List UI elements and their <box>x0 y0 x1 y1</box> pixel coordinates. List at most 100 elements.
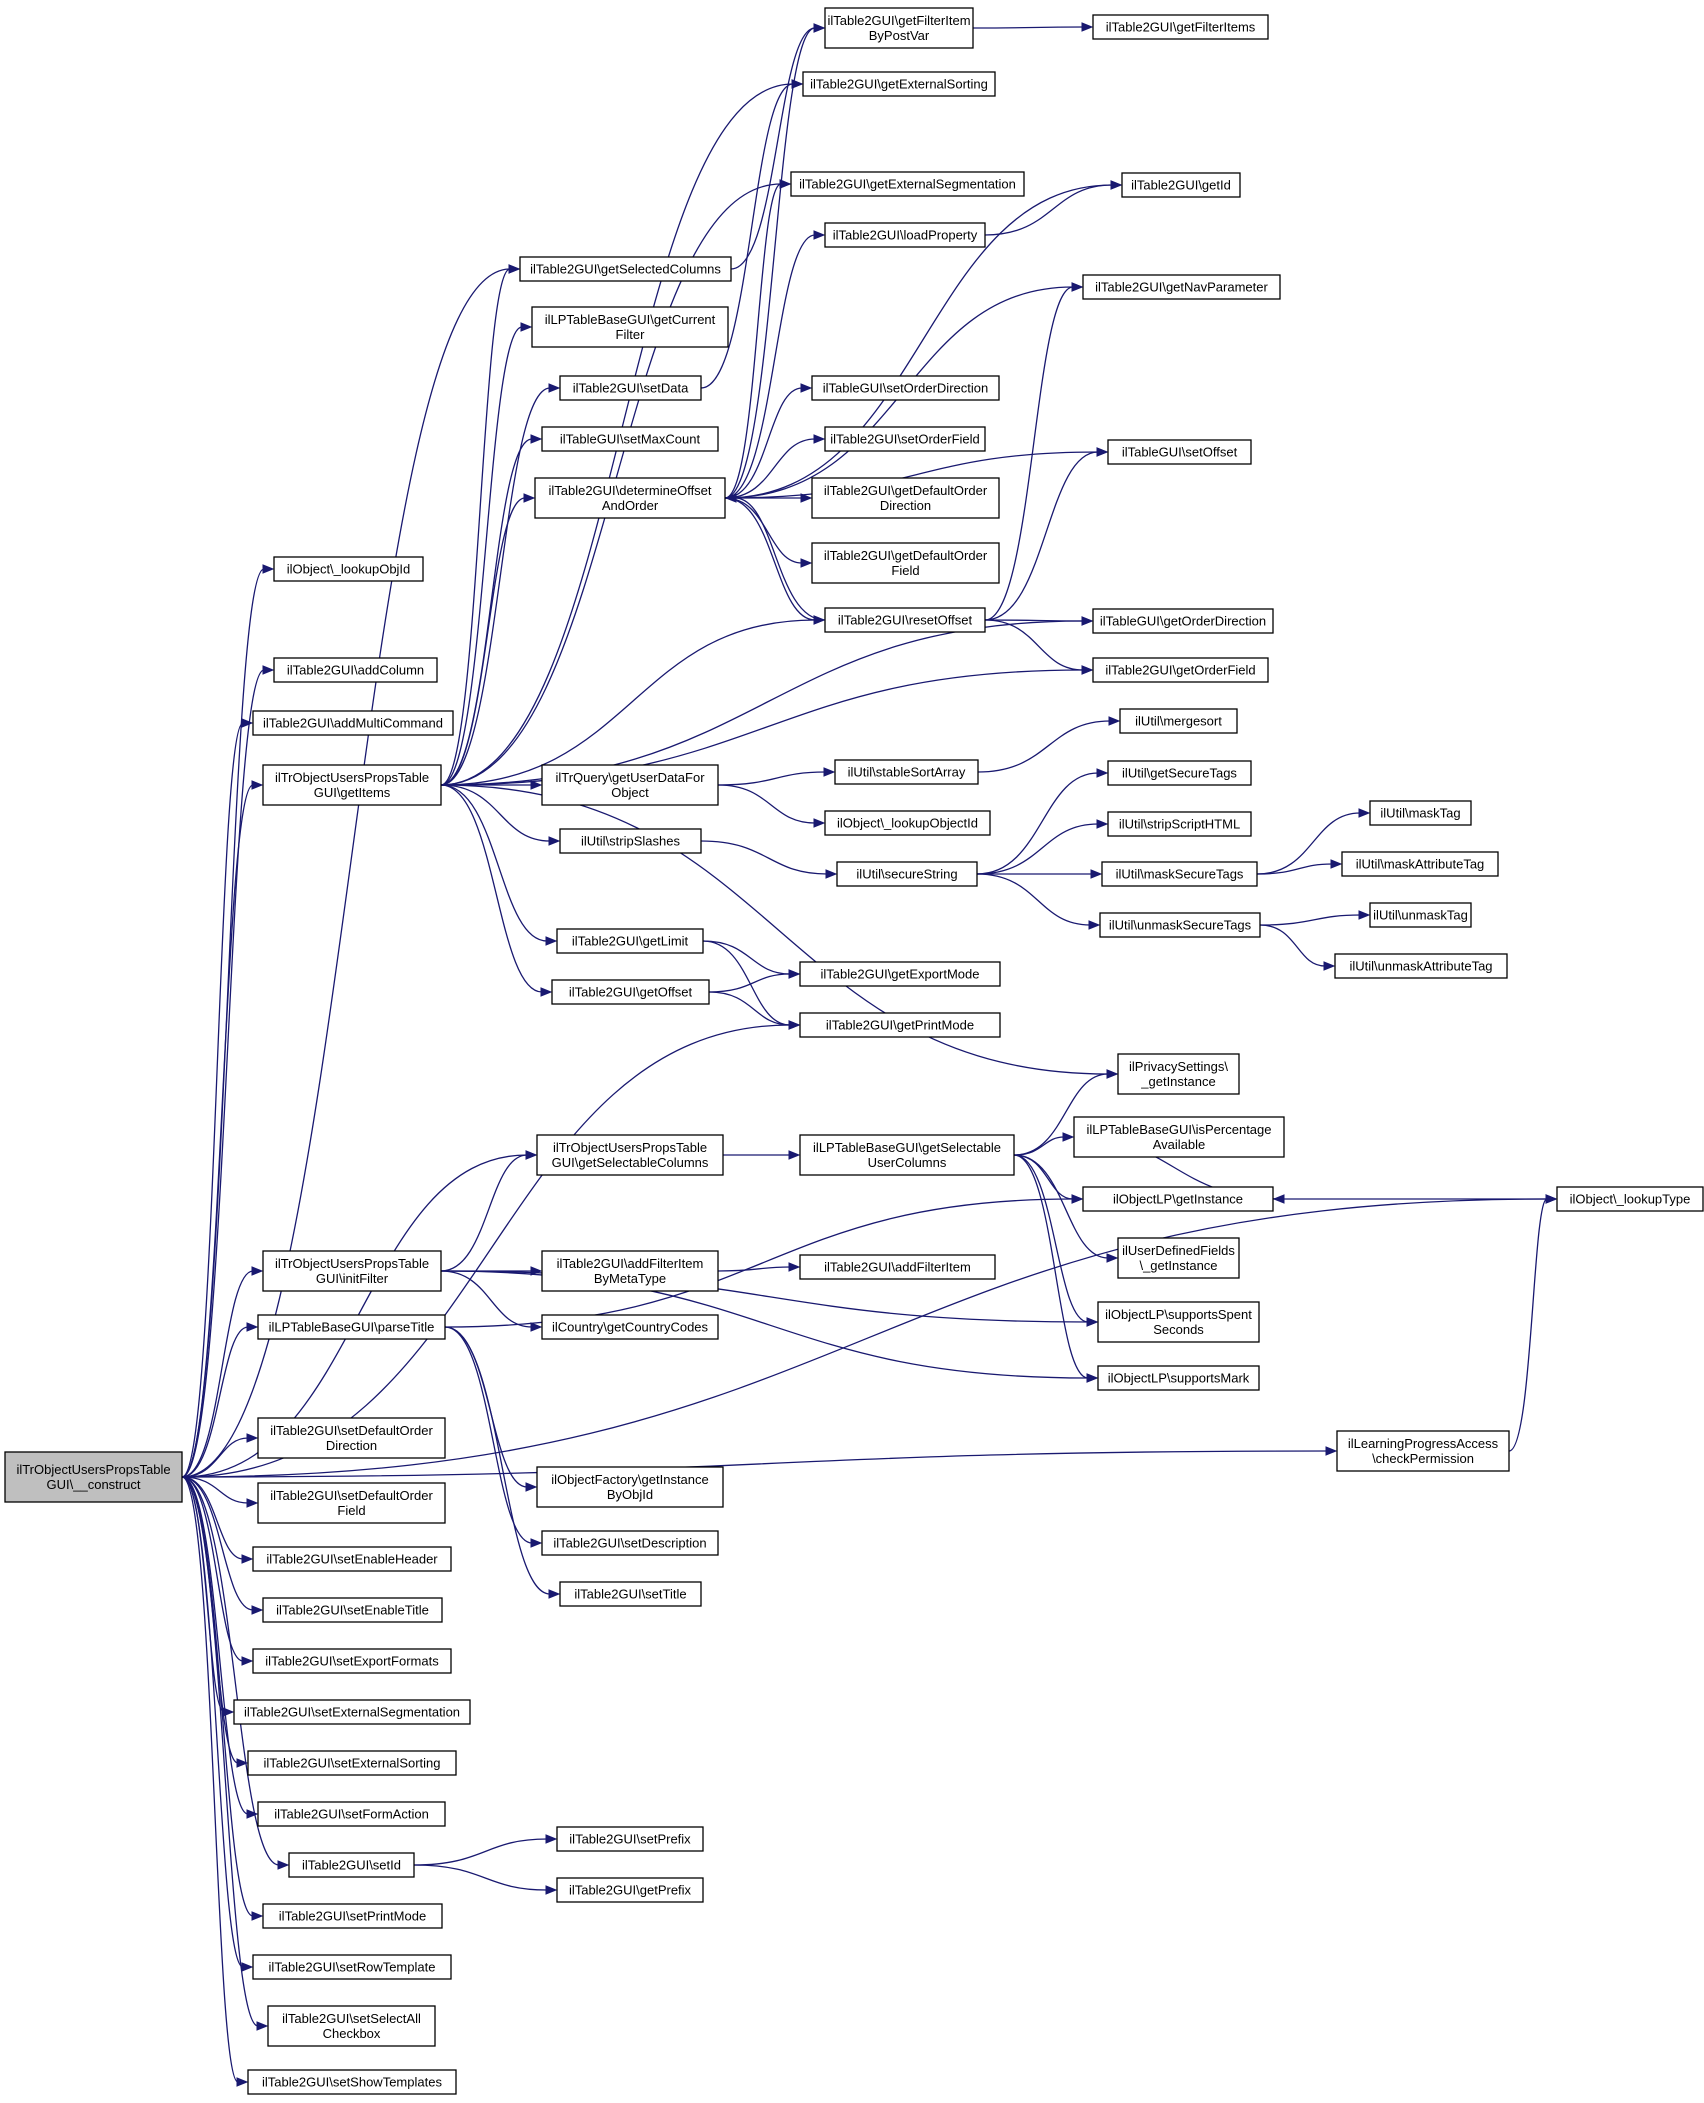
node-setFormAction[interactable]: ilTable2GUI\setFormAction <box>257 1801 446 1827</box>
node-box[interactable] <box>541 426 719 452</box>
node-setOrderDirection[interactable]: ilTableGUI\setOrderDirection <box>811 375 1000 401</box>
node-box[interactable] <box>1369 902 1472 928</box>
node-box[interactable] <box>257 1314 446 1340</box>
node-box[interactable] <box>824 810 991 836</box>
node-box[interactable] <box>536 1466 724 1508</box>
node-box[interactable] <box>233 1699 471 1725</box>
node-box[interactable] <box>802 71 996 97</box>
node-box[interactable] <box>559 828 702 854</box>
node-box[interactable] <box>824 607 986 633</box>
node-box[interactable] <box>257 1482 446 1524</box>
node-box[interactable] <box>790 171 1025 197</box>
node-loadProperty[interactable]: ilTable2GUI\loadProperty <box>824 222 986 248</box>
node-box[interactable] <box>267 2005 436 2047</box>
node-unmaskTag[interactable]: ilUtil\unmaskTag <box>1369 902 1472 928</box>
node-box[interactable] <box>556 1826 704 1852</box>
node-box[interactable] <box>1341 851 1499 877</box>
node-getSecureTags[interactable]: ilUtil\getSecureTags <box>1107 760 1252 786</box>
node-box[interactable] <box>262 1250 442 1292</box>
node-setOffset[interactable]: ilTableGUI\setOffset <box>1107 439 1252 465</box>
node-box[interactable] <box>1092 608 1274 634</box>
node-getLimit[interactable]: ilTable2GUI\getLimit <box>556 928 704 954</box>
node-checkPermission[interactable]: ilLearningProgressAccess\checkPermission <box>1336 1430 1510 1472</box>
node-box[interactable] <box>262 764 442 806</box>
node-box[interactable] <box>811 375 1000 401</box>
node-box[interactable] <box>1101 861 1258 887</box>
node-getPrintMode[interactable]: ilTable2GUI\getPrintMode <box>799 1012 1001 1038</box>
node-box[interactable] <box>824 426 986 452</box>
node-box[interactable] <box>4 1451 183 1503</box>
node-box[interactable] <box>799 1134 1015 1176</box>
node-getFilterItems[interactable]: ilTable2GUI\getFilterItems <box>1092 14 1269 40</box>
node-supportsMark[interactable]: ilObjectLP\supportsMark <box>1097 1365 1260 1391</box>
node-getCountryCodes[interactable]: ilCountry\getCountryCodes <box>541 1314 719 1340</box>
node-resetOffset[interactable]: ilTable2GUI\resetOffset <box>824 607 986 633</box>
node-box[interactable] <box>1369 800 1472 826</box>
node-box[interactable] <box>288 1852 415 1878</box>
node-box[interactable] <box>1336 1430 1510 1472</box>
node-box[interactable] <box>1107 760 1252 786</box>
node-box[interactable] <box>273 657 438 683</box>
node-addFilterItem[interactable]: ilTable2GUI\addFilterItem <box>799 1254 996 1280</box>
node-box[interactable] <box>1099 912 1261 938</box>
node-setEnableTitle[interactable]: ilTable2GUI\setEnableTitle <box>262 1597 443 1623</box>
node-box[interactable] <box>1117 1053 1240 1095</box>
node-box[interactable] <box>262 1597 443 1623</box>
node-box[interactable] <box>559 1581 702 1607</box>
node-secureString[interactable]: ilUtil\secureString <box>836 861 978 887</box>
node-box[interactable] <box>541 1250 719 1292</box>
node-box[interactable] <box>811 542 1000 584</box>
node-getExternalSorting[interactable]: ilTable2GUI\getExternalSorting <box>802 71 996 97</box>
node-getSelectableUserColumns[interactable]: ilLPTableBaseGUI\getSelectableUserColumn… <box>799 1134 1015 1176</box>
node-getOffset[interactable]: ilTable2GUI\getOffset <box>551 979 710 1005</box>
node-box[interactable] <box>1119 708 1238 734</box>
node-lookupObjId[interactable]: ilObject\_lookupObjId <box>273 556 424 582</box>
node-getOrderDirection[interactable]: ilTableGUI\getOrderDirection <box>1092 608 1274 634</box>
node-getExternalSegmentation[interactable]: ilTable2GUI\getExternalSegmentation <box>790 171 1025 197</box>
node-parseTitle[interactable]: ilLPTableBaseGUI\parseTitle <box>257 1314 446 1340</box>
node-objectLPGetInstance[interactable]: ilObjectLP\getInstance <box>1082 1186 1274 1212</box>
node-stripSlashes[interactable]: ilUtil\stripSlashes <box>559 828 702 854</box>
node-stripScriptHTML[interactable]: ilUtil\stripScriptHTML <box>1107 811 1252 837</box>
node-box[interactable] <box>252 1546 452 1572</box>
node-box[interactable] <box>257 1417 446 1459</box>
node-box[interactable] <box>836 861 978 887</box>
node-box[interactable] <box>1107 439 1252 465</box>
node-box[interactable] <box>1097 1365 1260 1391</box>
node-box[interactable] <box>824 7 974 49</box>
node-getOrderField[interactable]: ilTable2GUI\getOrderField <box>1092 657 1269 683</box>
node-box[interactable] <box>1092 657 1269 683</box>
node-box[interactable] <box>519 256 732 282</box>
node-getPrefix[interactable]: ilTable2GUI\getPrefix <box>556 1877 704 1903</box>
node-box[interactable] <box>531 306 729 348</box>
node-setOrderField[interactable]: ilTable2GUI\setOrderField <box>824 426 986 452</box>
node-setExportFormats[interactable]: ilTable2GUI\setExportFormats <box>252 1648 452 1674</box>
node-addColumn[interactable]: ilTable2GUI\addColumn <box>273 657 438 683</box>
node-lookupType[interactable]: ilObject\_lookupType <box>1556 1186 1704 1212</box>
node-box[interactable] <box>262 1903 443 1929</box>
node-box[interactable] <box>1082 1186 1274 1212</box>
node-box[interactable] <box>1121 172 1241 198</box>
node-box[interactable] <box>556 1877 704 1903</box>
node-box[interactable] <box>1097 1301 1260 1343</box>
node-box[interactable] <box>1556 1186 1704 1212</box>
node-box[interactable] <box>551 979 710 1005</box>
node-box[interactable] <box>252 710 454 736</box>
node-box[interactable] <box>799 1012 1001 1038</box>
node-setMaxCount[interactable]: ilTableGUI\setMaxCount <box>541 426 719 452</box>
node-setExternalSegmentation[interactable]: ilTable2GUI\setExternalSegmentation <box>233 1699 471 1725</box>
node-getExportMode[interactable]: ilTable2GUI\getExportMode <box>799 961 1001 987</box>
node-setTitle[interactable]: ilTable2GUI\setTitle <box>559 1581 702 1607</box>
node-setEnableHeader[interactable]: ilTable2GUI\setEnableHeader <box>252 1546 452 1572</box>
node-box[interactable] <box>273 556 424 582</box>
node-box[interactable] <box>559 375 702 401</box>
